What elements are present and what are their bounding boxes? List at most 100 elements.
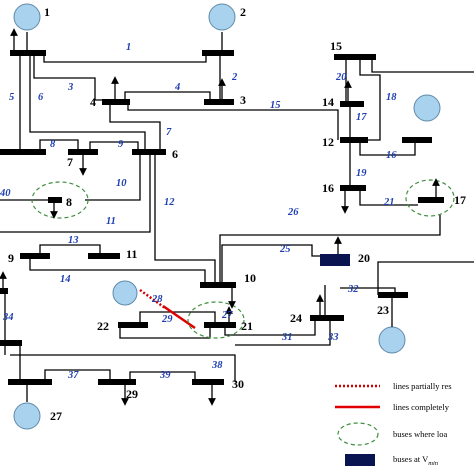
bus-bar-15 [334,54,376,60]
line-completely-restored [162,304,196,330]
generator-bus27 [13,402,41,430]
line-label-33: 33 [327,332,339,343]
bus-bar-21 [204,322,236,328]
bus-label-24: 24 [290,311,302,325]
legend-load-swatch [337,422,379,446]
restored-lines [139,288,196,330]
bus-bar-24 [310,315,344,321]
generator-bus23 [378,326,406,354]
bus-label-17: 17 [454,193,466,207]
generators [13,3,441,430]
bus-label-29: 29 [126,387,138,401]
bus-label-12: 12 [322,135,334,149]
line-label-19: 19 [356,168,367,179]
bus-label-10: 10 [244,271,256,285]
transmission-lines [0,32,474,402]
legend-vmin-swatch [345,454,375,466]
load-zones [31,179,455,339]
bus-bar-16 [340,185,366,191]
line-label-26: 26 [287,207,299,218]
bus-label-16: 16 [322,181,334,195]
legend-vmin-prefix: buses at V [393,454,429,464]
bus-bar-left-lower [0,288,8,294]
bus-bar-3 [204,99,234,105]
bus-bar-14 [340,101,364,107]
line-label-18: 18 [386,92,397,103]
bus-labels: 1 2 3 4 6 7 8 9 10 11 12 14 15 16 17 20 … [8,5,466,423]
bus-bar-6 [132,149,166,155]
line-label-40: 40 [0,188,11,199]
line-label-39: 39 [159,370,171,381]
line-label-31: 31 [281,332,293,343]
bus-label-21: 21 [241,319,253,333]
line-label-11: 11 [106,216,116,227]
line-label-27: 27 [221,310,233,321]
line-label-9: 9 [118,139,124,150]
line-labels: 1 2 3 4 5 6 7 8 9 10 11 12 13 14 15 16 1… [0,42,397,381]
line-label-6: 6 [38,92,44,103]
bus-label-8: 8 [66,195,72,209]
bus-bar-17 [418,197,444,203]
load-zone-bus21 [187,301,245,339]
line-label-32: 32 [347,284,359,295]
load-zone-bus8 [31,181,89,219]
bus-bar-11 [88,253,120,259]
line-label-20: 20 [335,72,347,83]
line-label-21: 21 [383,197,395,208]
bus-label-27: 27 [50,409,62,423]
bus-label-9: 9 [8,251,14,265]
legend: lines partially res lines completely bus… [335,381,452,467]
bus-label-7: 7 [67,155,73,169]
line-label-16: 16 [386,150,397,161]
bus-bar-23 [378,292,408,298]
line-label-28: 28 [151,294,163,305]
line-label-8: 8 [50,139,56,150]
line-label-4: 4 [174,82,180,93]
bus-bars [0,50,444,385]
legend-complete-label: lines completely [393,402,450,412]
bus-label-14: 14 [322,95,334,109]
legend-vmin-label: buses at Vmin [393,454,438,467]
load-zone-bus17 [405,179,455,217]
bus-label-3: 3 [240,93,246,107]
bus-bar-27 [8,379,52,385]
generator-bus2 [208,3,236,31]
bus-bar-9 [20,253,50,259]
legend-vmin-sub: min [428,460,438,467]
bus-label-15: 15 [330,39,342,53]
line-label-7: 7 [166,127,172,138]
bus-label-4: 4 [90,95,96,109]
line-label-13: 13 [68,235,79,246]
line-label-10: 10 [116,178,127,189]
bus-bar-29 [98,379,136,385]
bus-label-30: 30 [232,377,244,391]
line-label-17: 17 [356,112,367,123]
legend-load-label: buses where loa [393,429,448,439]
line-label-2: 2 [231,72,238,83]
bus-bar-left-34 [0,340,22,346]
line-label-34: 34 [2,312,14,323]
load-arrows [0,28,440,406]
bus-bar-10 [200,282,236,288]
line-label-1: 1 [126,42,131,53]
bus-label-1: 1 [44,5,50,19]
bus-bar-1 [10,50,46,56]
bus-bar-20-vmin [320,254,350,266]
generator-bus1 [13,3,41,31]
generator-bus22 [112,280,138,306]
generator-bus13 [413,94,441,122]
bus-bar-7 [68,149,98,155]
bus-label-11: 11 [126,247,137,261]
bus-bar-2 [202,50,234,56]
bus-label-6: 6 [172,147,178,161]
bus-label-23: 23 [377,303,389,317]
bus-bar-22 [118,322,148,328]
line-label-29: 29 [161,314,173,325]
bus-bar-30 [192,379,224,385]
bus-bar-4 [102,99,130,105]
line-label-25: 25 [279,244,291,255]
line-label-5: 5 [9,92,14,103]
bus-label-20: 20 [358,251,370,265]
